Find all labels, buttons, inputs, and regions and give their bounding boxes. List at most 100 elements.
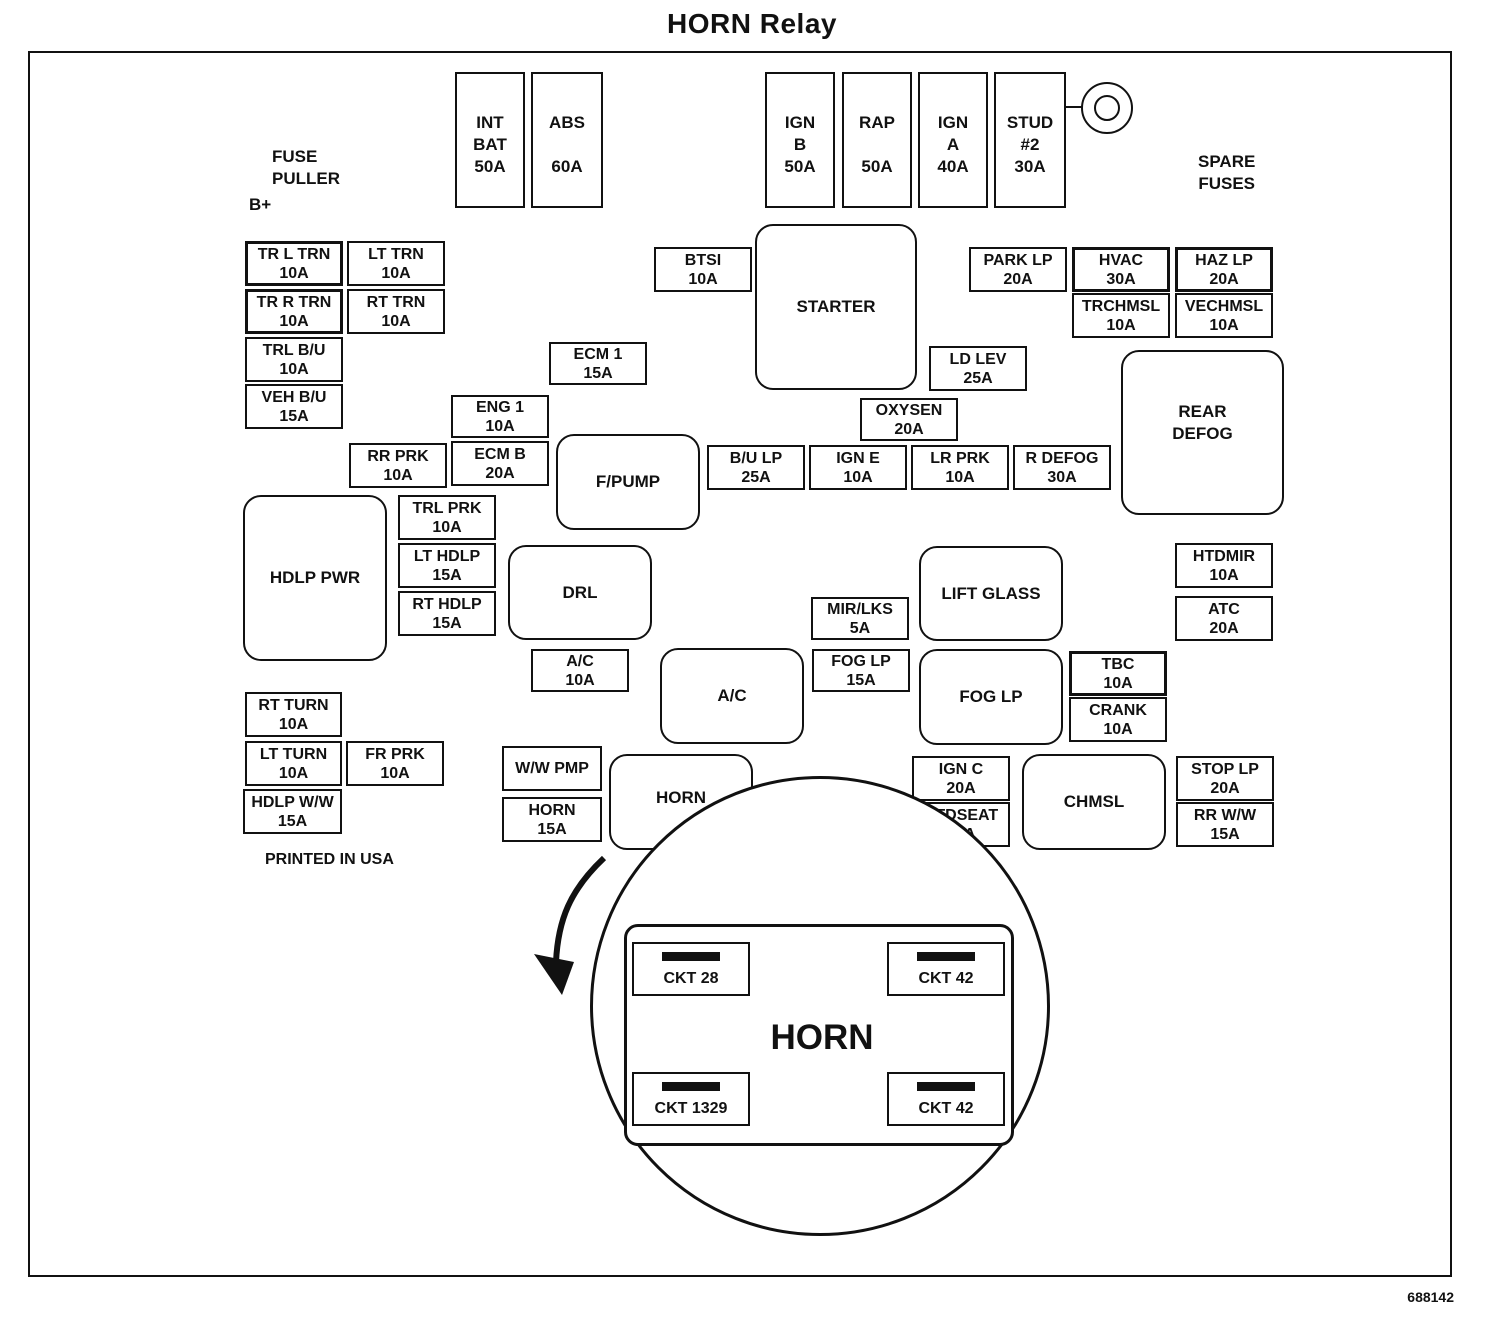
- terminal-label: CKT 42: [918, 970, 974, 987]
- relay-label: HDLP PWR: [269, 568, 361, 587]
- relay-drl[interactable]: DRL: [508, 545, 652, 640]
- terminal-ckt-42-bottom: CKT 42: [887, 1072, 1005, 1126]
- terminal-ckt-42-top: CKT 42: [887, 942, 1005, 996]
- maxi-fuse-ign-a[interactable]: IGN A 40A: [918, 72, 988, 208]
- relay-lift-glass[interactable]: LIFT GLASS: [919, 546, 1063, 641]
- fuse-name: HVAC: [1098, 251, 1144, 269]
- fuse-name: BTSI: [684, 251, 722, 269]
- fuse-rating: 30A: [1106, 270, 1136, 288]
- relay-rear-defog[interactable]: REAR DEFOG: [1121, 350, 1284, 515]
- fuse-rating: 15A: [432, 566, 462, 584]
- terminal-ckt-28: CKT 28: [632, 942, 750, 996]
- maxi-fuse-stud-2[interactable]: STUD #2 30A: [994, 72, 1066, 208]
- fuse-rating: 30A: [1014, 157, 1046, 176]
- fuse-name: IGN E: [836, 449, 880, 467]
- relay-label: F/PUMP: [595, 472, 661, 491]
- fuse-rating: 15A: [277, 812, 308, 830]
- fuse-rating: 10A: [279, 360, 309, 378]
- stud-terminal-icon: [1081, 82, 1133, 134]
- fuse-rating: 15A: [846, 671, 876, 689]
- fuse-rating: 40A: [937, 157, 969, 176]
- fuse-rating: 10A: [688, 270, 718, 288]
- fuse-name: RT HDLP: [412, 595, 482, 613]
- relay-f-pump[interactable]: F/PUMP: [556, 434, 700, 530]
- fuse-name: ECM 1: [573, 345, 623, 363]
- callout-arrow-icon: [534, 855, 607, 995]
- fuse-name: ECM B: [474, 445, 526, 463]
- fuse-block-panel: [28, 51, 1452, 1277]
- fuse-name: RAP: [859, 113, 895, 132]
- fuse-rating: 25A: [741, 468, 771, 486]
- fuse-rating: 20A: [1003, 270, 1033, 288]
- fuse-name: CRANK: [1089, 701, 1147, 719]
- fuse-w-w-pmp[interactable]: W/W PMP: [502, 746, 602, 791]
- fuse-rating: 30A: [1047, 468, 1077, 486]
- relay-hdlp-pwr[interactable]: HDLP PWR: [243, 495, 387, 661]
- terminal-ckt-1329: CKT 1329: [632, 1072, 750, 1126]
- relay-a-c[interactable]: A/C: [660, 648, 804, 744]
- maxi-fuse-int-bat[interactable]: INT BAT 50A: [455, 72, 525, 208]
- fuse-rating: 10A: [279, 312, 309, 330]
- fuse-rating: 20A: [1209, 619, 1239, 637]
- fuse-name: R DEFOG: [1025, 449, 1099, 467]
- relay-fog-lp[interactable]: FOG LP: [919, 649, 1063, 745]
- fuse-rating: 10A: [1209, 566, 1239, 584]
- fuse-name: STOP LP: [1191, 760, 1259, 778]
- relay-label: A/C: [717, 686, 747, 705]
- fuse-name: ABS: [549, 113, 585, 132]
- maxi-fuse-abs[interactable]: ABS 60A: [531, 72, 603, 208]
- fuse-name: TBC: [1101, 655, 1135, 673]
- fuse-name: TR L TRN: [257, 245, 331, 263]
- relay-label: LIFT GLASS: [941, 583, 1041, 603]
- relay-label: CHMSL: [1063, 792, 1125, 811]
- relay-starter[interactable]: STARTER: [755, 224, 917, 390]
- fuse-rating: 10A: [381, 264, 411, 282]
- fuse-name: HORN: [528, 801, 576, 819]
- fuse-name: TR R TRN: [256, 293, 332, 311]
- maxi-fuse-ign-b[interactable]: IGN B 50A: [765, 72, 835, 208]
- relay-chmsl[interactable]: CHMSL: [1022, 754, 1166, 850]
- maxi-fuse-rap[interactable]: RAP 50A: [842, 72, 912, 208]
- fuse-name: VEH B/U: [261, 388, 327, 406]
